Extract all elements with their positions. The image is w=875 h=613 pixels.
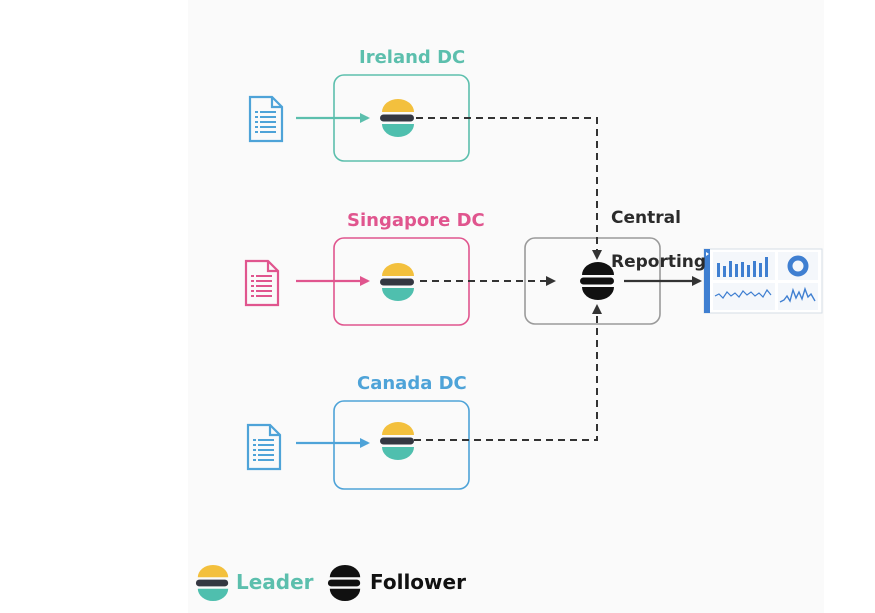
legend-leader-label: Leader — [236, 570, 314, 594]
canada-dc-label: Canada DC — [357, 373, 467, 394]
leader-cluster-icon — [380, 99, 414, 137]
leader-cluster-icon — [380, 263, 414, 301]
replication-path-canada — [414, 304, 602, 441]
ireland-row — [248, 74, 470, 162]
dashboard-icon — [703, 248, 823, 314]
diagram-canvas: Ireland DC Singapore DC Canada DC Centra… — [188, 0, 824, 613]
singapore-dc-label: Singapore DC — [347, 210, 485, 231]
leader-cluster-icon — [380, 422, 414, 460]
document-icon — [244, 259, 280, 307]
canada-row — [246, 400, 470, 490]
central-label-line2: Reporting — [611, 252, 707, 272]
canada-dc-box — [333, 400, 470, 490]
follower-cluster-icon — [580, 262, 614, 300]
legend-leader-icon — [195, 564, 229, 602]
diagram-svg — [195, 74, 823, 602]
legend-follower-icon — [327, 564, 361, 602]
legend-follower-label: Follower — [370, 570, 466, 594]
document-icon — [246, 423, 282, 471]
central-reporting-label: Central Reporting — [611, 185, 706, 295]
central-label-line1: Central — [611, 208, 681, 228]
document-icon — [248, 95, 284, 143]
ireland-dc-label: Ireland DC — [359, 47, 466, 68]
replication-path-ireland — [416, 117, 602, 260]
